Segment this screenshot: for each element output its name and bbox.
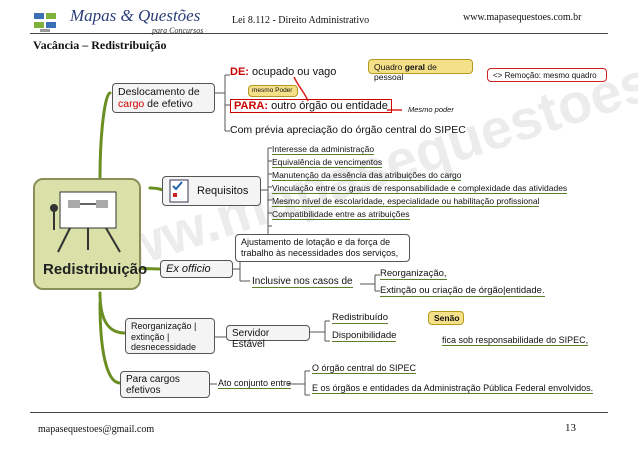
central-node: Redistribuição (33, 178, 141, 290)
central-node-label: Redistribuição (43, 264, 147, 275)
page-number: 13 (565, 422, 576, 434)
page-title: Vacância – Redistribuição (33, 38, 167, 53)
easel-icon (40, 186, 136, 256)
requisito-item: Mesmo nível de escolaridade, especialida… (272, 196, 539, 207)
requisito-item: Vinculação entre os graus de responsabil… (272, 183, 567, 194)
disponibilidade-item: Disponibilidade (332, 331, 396, 342)
mesmo-poder-note: Mesmo poder (408, 105, 454, 115)
cargo-word: cargo (118, 98, 144, 110)
checklist-icon (169, 179, 189, 203)
orgao-central-item: O órgão central do SIPEC (312, 363, 416, 374)
previa-line: Com prévia apreciação do órgão central d… (230, 125, 466, 135)
reorganizacao-node: Reorganização | extinção | desnecessidad… (125, 318, 215, 354)
remocao-box: <> Remoção: mesmo quadro (487, 68, 607, 82)
inclusive-line: Inclusive nos casos de (252, 277, 353, 288)
cargos-efetivos-node: Para cargos efetivos (120, 371, 210, 398)
quadro-geral-box: Quadro geral de pessoal (368, 59, 473, 74)
requisito-item: Compatibilidade entre as atribuições (272, 209, 410, 220)
footer-rule (30, 412, 608, 413)
senao-box: Senão (428, 311, 464, 325)
para-line: PARA: outro órgão ou entidade (230, 99, 392, 113)
reorganizacao-item: Reorganização, (380, 269, 447, 280)
deslocamento-node: Deslocamento de cargo de efetivo (112, 83, 215, 113)
sipec-responsabilidade: fica sob responsabilidade do SIPEC, (442, 335, 588, 346)
de-line: DE: ocupado ou vago (230, 67, 336, 77)
ajuste-box: Ajustamento de lotação e da força de tra… (235, 234, 410, 262)
footer-email[interactable]: mapasequestoes@gmail.com (38, 424, 154, 435)
exofficio-node: Ex officio (160, 260, 233, 278)
header-site-link[interactable]: www.mapasequestoes.com.br (463, 12, 582, 23)
brand-name: Mapas & Questões (70, 6, 200, 26)
requisito-item: Equivalência de vencimentos (272, 157, 382, 168)
orgaos-entidades-item: E os órgãos e entidades da Administração… (312, 383, 593, 394)
mind-map: www.mapasequestoes.com.br/ (30, 53, 608, 399)
servidor-estavel-box: Servidor Estável (226, 325, 310, 341)
requisito-item: Interesse da administração (272, 144, 374, 155)
mesmo-poder-box: mesmo Poder (248, 85, 298, 97)
extincao-item: Extinção ou criação de órgão|entidade. (380, 286, 545, 297)
ato-conjunto-line: Ato conjunto entre (218, 378, 291, 389)
redistribuido-item: Redistribuído (332, 313, 388, 324)
requisitos-node: Requisitos (162, 176, 261, 206)
header-rule (30, 33, 608, 34)
header-subject: Lei 8.112 - Direito Administrativo (232, 15, 369, 26)
requisito-item: Manutenção da essência das atribuições d… (272, 170, 461, 181)
logo-icon (32, 10, 60, 34)
